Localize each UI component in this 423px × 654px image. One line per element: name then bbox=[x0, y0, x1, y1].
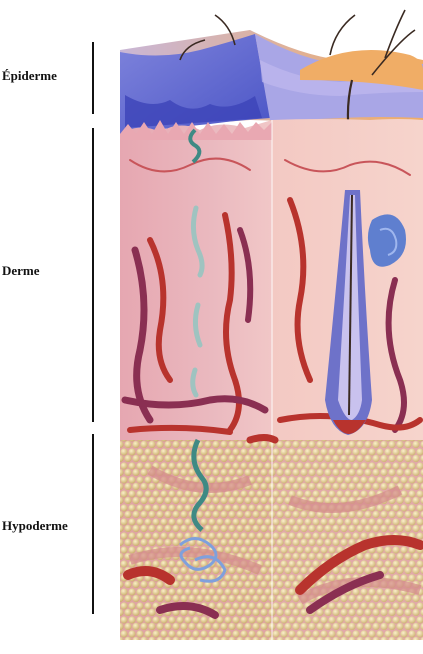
label-derme: Derme bbox=[2, 263, 40, 279]
label-hypoderme: Hypoderme bbox=[2, 518, 68, 534]
bracket-epiderme bbox=[92, 42, 94, 114]
bracket-hypoderme bbox=[92, 434, 94, 614]
label-epiderme: Épiderme bbox=[2, 68, 57, 84]
bracket-derme bbox=[92, 128, 94, 422]
